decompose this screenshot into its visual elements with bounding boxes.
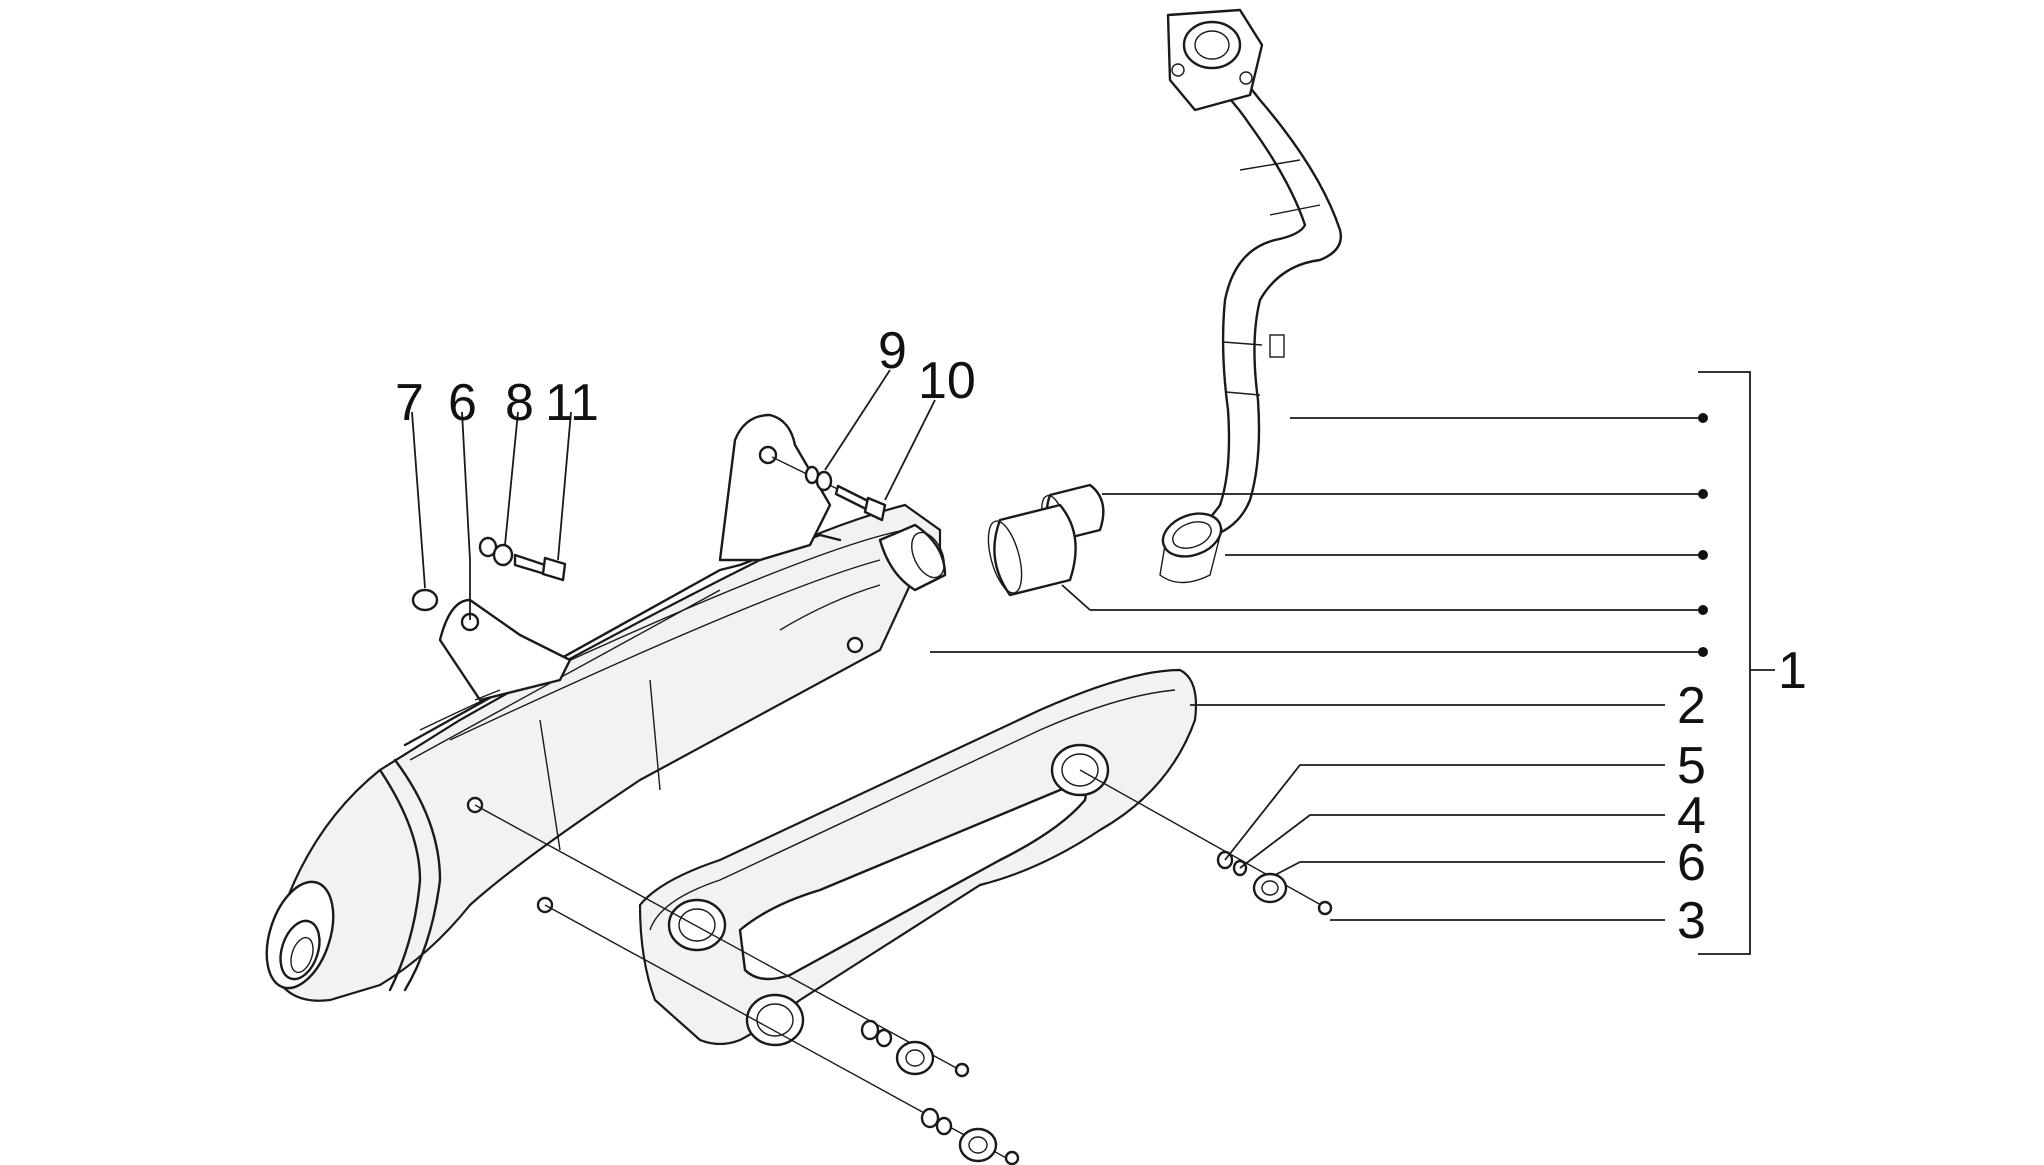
muffler-bracket-upper	[718, 413, 832, 562]
shield-fasteners-lower	[474, 804, 1020, 1165]
leader-lines	[411, 369, 1775, 955]
callout-11: 11	[545, 374, 599, 432]
callout-3: 3	[1677, 892, 1706, 950]
exhaust-gasket-large	[987, 503, 1077, 597]
shield-fasteners-right	[1079, 769, 1333, 916]
callout-9: 9	[878, 322, 907, 380]
callout-10: 10	[918, 352, 976, 410]
header-flange	[1166, 8, 1264, 112]
pipe-outlet-funnel	[1159, 512, 1223, 584]
muffler-body	[265, 503, 947, 1002]
callout-1: 1	[1778, 642, 1807, 700]
bolt-group-bracket	[411, 536, 567, 612]
muffler-bracket-lower	[438, 598, 572, 702]
callout-7: 7	[395, 374, 424, 432]
callout-4: 4	[1677, 787, 1706, 845]
heat-shield	[638, 668, 1198, 1047]
leader-dots	[1698, 413, 1708, 657]
callout-5: 5	[1677, 737, 1706, 795]
bolt-group-upper	[771, 456, 887, 522]
callout-6-bracket: 6	[448, 374, 477, 432]
callout-6-shield: 6	[1677, 834, 1706, 892]
callout-8: 8	[505, 374, 534, 432]
exhaust-header-pipe	[1188, 38, 1342, 537]
callout-2: 2	[1677, 677, 1706, 735]
